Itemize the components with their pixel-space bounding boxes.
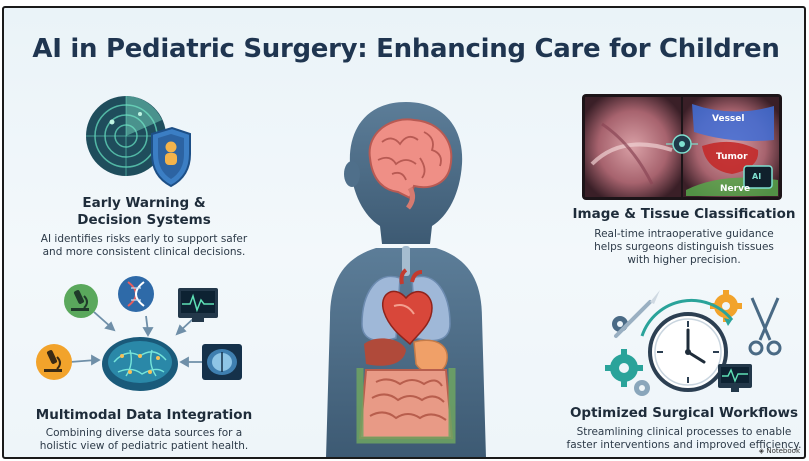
- child-anatomy-illustration: [326, 102, 486, 457]
- image-tissue-description: Real-time intraoperative guidance helps …: [594, 228, 774, 266]
- page-title: AI in Pediatric Surgery: Enhancing Care …: [32, 34, 780, 64]
- credit-watermark: ◈ Notebook: [758, 447, 800, 455]
- workflows-title: Optimized Surgical Workflows: [569, 405, 799, 421]
- multimodal-icons: [36, 276, 242, 391]
- radar-shield-icon: [86, 96, 191, 188]
- clock-workflow-icon: [605, 290, 782, 396]
- multimodal-description: Combining diverse data sources for a hol…: [39, 427, 249, 452]
- early-warning-description: AI identifies risks early to support saf…: [40, 233, 248, 258]
- tumor-label: Tumor: [716, 152, 748, 162]
- infographic-frame: AI in Pediatric Surgery: Enhancing Care …: [2, 6, 806, 459]
- workflows-description: Streamlining clinical processes to enabl…: [566, 426, 802, 451]
- notebook-icon: ◈: [758, 447, 765, 455]
- tissue-classification-image: [582, 94, 782, 200]
- nerve-label: Nerve: [720, 184, 751, 194]
- vessel-label: Vessel: [712, 114, 745, 124]
- multimodal-title: Multimodal Data Integration: [35, 407, 253, 423]
- brain-illustration: [368, 118, 453, 210]
- ai-chip-label: AI: [752, 172, 762, 181]
- image-tissue-title: Image & Tissue Classification: [572, 206, 796, 222]
- early-warning-title: Early Warning & Decision Systems: [77, 195, 211, 228]
